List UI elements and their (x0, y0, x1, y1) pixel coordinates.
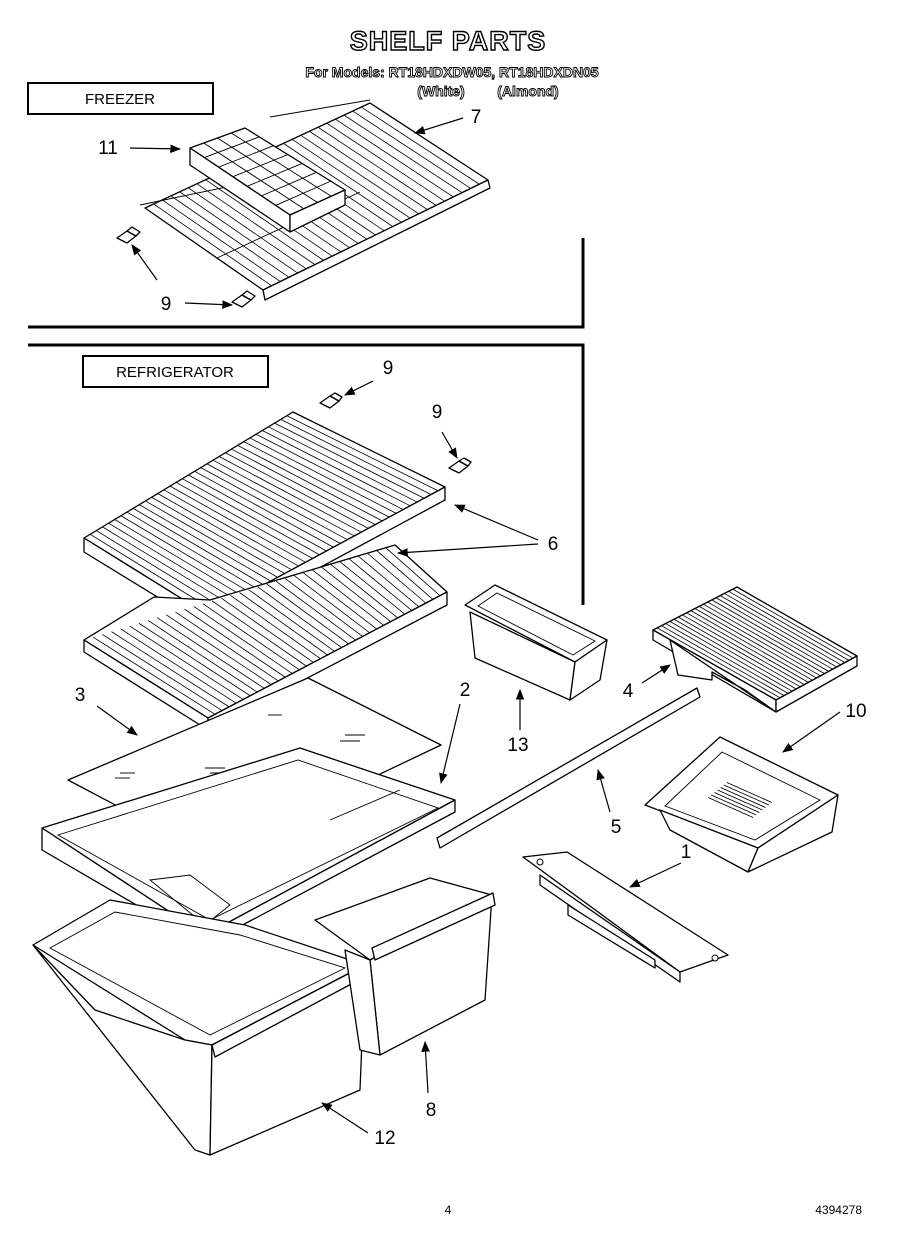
crisper-cover-trim (436, 687, 701, 849)
refrigerator-shelf-support-a (319, 392, 343, 409)
crisper-slide (522, 851, 729, 983)
freezer-section: FREEZER (27, 82, 585, 329)
ice-cube-tray (189, 127, 346, 233)
freezer-divider (28, 238, 585, 329)
crisper-cover-frame (41, 747, 456, 946)
crisper-cover (652, 586, 858, 713)
models-line: For Models: RT18HDXDW05, RT18HDXDN05 (305, 64, 598, 80)
callout-12: 12 (374, 1128, 395, 1149)
callout-3: 3 (75, 685, 86, 706)
freezer-shelf-support-left (116, 226, 141, 244)
callout-9-refrigerator-b: 9 (432, 402, 443, 423)
freezer-shelf-support-right (231, 290, 256, 308)
freezer-label: FREEZER (85, 91, 155, 108)
color-almond: (Almond) (497, 83, 558, 99)
callout-10: 10 (845, 701, 866, 722)
leader-lines (96, 117, 841, 1134)
callout-5: 5 (611, 817, 622, 838)
callout-2: 2 (460, 680, 471, 701)
crisper-drawer-right (314, 877, 496, 1056)
door-bin (464, 584, 608, 701)
callout-11: 11 (98, 138, 118, 159)
callout-4: 4 (623, 681, 634, 702)
refrigerator-divider (28, 343, 585, 605)
callout-1: 1 (681, 842, 692, 863)
refrigerator-label: REFRIGERATOR (116, 364, 234, 381)
callout-6: 6 (548, 534, 559, 555)
freezer-label-box (27, 82, 214, 115)
document-number: 4394278 (815, 1203, 862, 1217)
page-title: SHELF PARTS (350, 26, 547, 56)
callout-9-refrigerator-a: 9 (383, 358, 394, 379)
callout-8: 8 (426, 1100, 437, 1121)
refrigerator-label-box (82, 355, 269, 388)
color-white: (White) (417, 83, 464, 99)
meat-keeper-pan (644, 736, 839, 873)
callout-9-freezer: 9 (161, 294, 172, 315)
page-number: 4 (445, 1203, 452, 1217)
crisper-drawer-left (32, 899, 369, 1156)
refrigerator-shelf-support-b (448, 457, 472, 474)
refrigerator-wire-shelf-lower (83, 544, 448, 731)
callout-13: 13 (507, 735, 528, 756)
refrigerator-section: REFRIGERATOR (28, 343, 585, 605)
callout-7: 7 (471, 107, 482, 128)
